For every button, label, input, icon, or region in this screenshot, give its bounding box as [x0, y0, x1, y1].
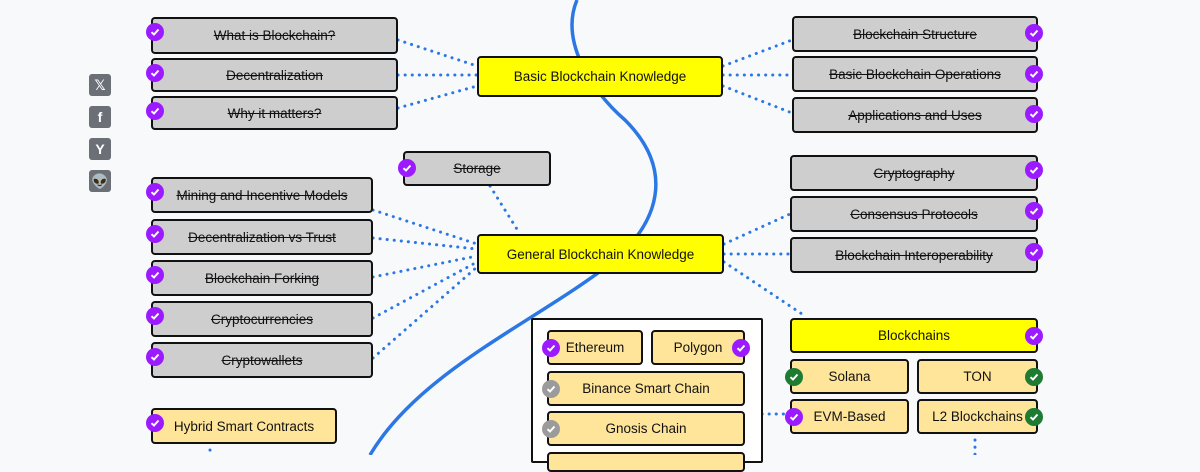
- subtopic-decentralization[interactable]: Decentralization: [146, 58, 398, 92]
- chain-label: Gnosis Chain: [605, 421, 687, 436]
- subtopic-why-it-matters[interactable]: Why it matters?: [146, 96, 398, 130]
- subtopic-label: Hybrid Smart Contracts: [173, 418, 315, 434]
- subtopic-label: Why it matters?: [227, 105, 322, 121]
- topic-general-blockchain-knowledge[interactable]: General Blockchain Knowledge: [477, 234, 724, 274]
- subtopic-label: Blockchain Forking: [204, 270, 320, 286]
- blockchain-label: TON: [963, 369, 992, 384]
- blockchain-l2-blockchains[interactable]: L2 Blockchains: [917, 399, 1043, 434]
- check-skipped-icon: [542, 380, 560, 398]
- subtopic-hybrid-smart-contracts[interactable]: Hybrid Smart Contracts: [146, 408, 337, 444]
- subtopic-storage[interactable]: Storage: [398, 151, 551, 186]
- check-done-icon: [1025, 105, 1043, 123]
- subtopic-label: Mining and Incentive Models: [176, 187, 348, 203]
- blockchain-ton[interactable]: TON: [917, 359, 1043, 394]
- blockchain-label: L2 Blockchains: [932, 409, 1023, 424]
- blockchain-label: EVM-Based: [813, 409, 886, 424]
- chain-binance-smart-chain[interactable]: Binance Smart Chain: [542, 371, 745, 406]
- check-alternative-icon: [1025, 408, 1043, 426]
- subtopic-mining-and-incentive-models[interactable]: Mining and Incentive Models: [146, 177, 373, 213]
- check-done-icon: [146, 64, 164, 82]
- check-done-icon: [146, 266, 164, 284]
- x-twitter-icon[interactable]: 𝕏: [89, 74, 111, 96]
- subtopic-basic-blockchain-operations[interactable]: Basic Blockchain Operations: [792, 56, 1043, 92]
- chain-label: Binance Smart Chain: [582, 381, 710, 396]
- check-alternative-icon: [785, 368, 803, 386]
- subtopic-label: Cryptography: [873, 165, 955, 181]
- subtopic-label: Storage: [453, 161, 501, 176]
- subtopic-blockchain-interoperability[interactable]: Blockchain Interoperability: [790, 237, 1043, 273]
- check-alternative-icon: [1025, 368, 1043, 386]
- chain-polygon[interactable]: Polygon: [651, 330, 750, 365]
- subtopic-label: Consensus Protocols: [850, 206, 978, 222]
- topic-blockchains[interactable]: Blockchains: [790, 318, 1043, 353]
- check-done-icon: [146, 225, 164, 243]
- check-done-icon: [1025, 161, 1043, 179]
- subtopic-label: Decentralization: [226, 67, 323, 83]
- chain-label: Polygon: [673, 340, 723, 355]
- subtopic-blockchain-forking[interactable]: Blockchain Forking: [146, 260, 373, 296]
- subtopic-blockchain-structure[interactable]: Blockchain Structure: [792, 16, 1043, 52]
- check-done-icon: [1025, 327, 1043, 345]
- check-done-icon: [732, 339, 750, 357]
- chain-label: Ethereum: [565, 340, 625, 355]
- blockchain-evm-based[interactable]: EVM-Based: [785, 399, 909, 434]
- hackernews-icon[interactable]: Y: [89, 138, 111, 160]
- check-done-icon: [146, 348, 164, 366]
- topic-label: Basic Blockchain Knowledge: [513, 69, 687, 84]
- subtopic-label: Basic Blockchain Operations: [829, 66, 1001, 82]
- chain-ethereum[interactable]: Ethereum: [542, 330, 643, 365]
- subtopic-label: Cryptocurrencies: [210, 311, 314, 327]
- subtopic-decentralization-vs-trust[interactable]: Decentralization vs Trust: [146, 219, 373, 255]
- check-done-icon: [146, 414, 164, 432]
- check-done-icon: [398, 159, 416, 177]
- check-done-icon: [1025, 202, 1043, 220]
- topic-basic-blockchain-knowledge[interactable]: Basic Blockchain Knowledge: [477, 56, 723, 97]
- subtopic-applications-and-uses[interactable]: Applications and Uses: [792, 97, 1043, 133]
- blockchain-label: Solana: [828, 369, 871, 384]
- subtopic-cryptowallets[interactable]: Cryptowallets: [146, 342, 373, 378]
- chain-gnosis-chain[interactable]: Gnosis Chain: [542, 411, 745, 446]
- subtopic-cryptography[interactable]: Cryptography: [790, 155, 1043, 191]
- check-done-icon: [146, 23, 164, 41]
- check-done-icon: [1025, 65, 1043, 83]
- dotted-connectors: [208, 38, 977, 455]
- subtopic-what-is-blockchain[interactable]: What is Blockchain?: [146, 17, 398, 54]
- check-skipped-icon: [542, 420, 560, 438]
- check-done-icon: [1025, 243, 1043, 261]
- chain-next-partial[interactable]: [547, 452, 745, 472]
- subtopic-label: Blockchain Structure: [853, 26, 977, 42]
- topic-label: Blockchains: [877, 328, 951, 343]
- subtopic-label: Blockchain Interoperability: [835, 247, 993, 263]
- subtopic-label: What is Blockchain?: [213, 28, 336, 43]
- blockchain-solana[interactable]: Solana: [785, 359, 909, 394]
- check-done-icon: [542, 339, 560, 357]
- check-done-icon: [785, 408, 803, 426]
- topic-label: General Blockchain Knowledge: [506, 246, 695, 262]
- subtopic-label: Cryptowallets: [221, 352, 303, 368]
- check-done-icon: [1025, 24, 1043, 42]
- subtopic-label: Applications and Uses: [848, 107, 982, 123]
- subtopic-cryptocurrencies[interactable]: Cryptocurrencies: [146, 301, 373, 337]
- subtopic-consensus-protocols[interactable]: Consensus Protocols: [790, 196, 1043, 232]
- reddit-icon[interactable]: 👽: [89, 170, 111, 192]
- check-done-icon: [146, 307, 164, 325]
- check-done-icon: [146, 102, 164, 120]
- check-done-icon: [146, 183, 164, 201]
- facebook-icon[interactable]: f: [89, 106, 111, 128]
- subtopic-label: Decentralization vs Trust: [188, 229, 336, 245]
